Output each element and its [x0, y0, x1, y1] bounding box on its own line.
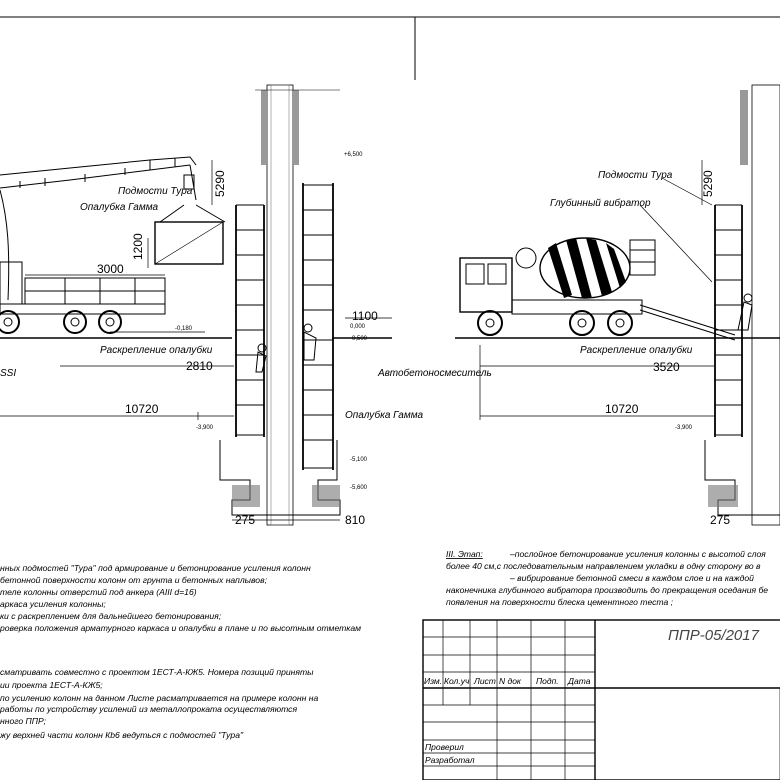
dim-bottom-left-2: 810	[345, 513, 365, 527]
label-strip-right: Раскрепление опалубки	[580, 344, 693, 356]
dim-strip-right: 3520	[653, 360, 680, 374]
notes-right: III. Этап: –послойное бетонирование усил…	[446, 549, 768, 607]
label-scaffold-tura-left: Подмости Тура	[118, 186, 193, 197]
label-partial-left: SSI	[0, 368, 16, 379]
header-cell: N док	[499, 676, 522, 686]
scaffold-tura-left-2	[302, 183, 334, 470]
label-scaffold-tura-right: Подмости Тура	[598, 170, 673, 181]
worker-figure-left	[255, 323, 317, 373]
label-formwork-gamma-top: Опалубка Гамма	[80, 201, 159, 213]
stage-label: III. Этап:	[446, 549, 483, 559]
dim-total-left: 10720	[125, 402, 159, 416]
note-line: теле колонны отверстий под анкера (AIII …	[0, 587, 197, 597]
dim-bottom-left-1: 275	[235, 513, 255, 527]
level-zero-left: 0,000	[350, 324, 366, 330]
dim-load-height: 1200	[131, 233, 145, 260]
note-line: нных подмостей "Тура" под армирование и …	[0, 563, 311, 573]
column-left	[255, 84, 340, 526]
scaffold-tura-left	[235, 204, 265, 437]
dim-bottom-right: 275	[710, 513, 730, 527]
dim-side-left: 1100	[352, 309, 378, 323]
dim-truck: 3000	[97, 262, 124, 276]
row-checked: Проверил	[425, 742, 464, 752]
concrete-mixer-truck	[459, 237, 736, 341]
level-bottom-left: -5,600	[350, 485, 368, 491]
header-cell: Изм.	[424, 676, 442, 686]
dim-height-right: 5290	[701, 170, 715, 197]
title-block-headers: Изм. Кол.уч Лист N док Подп. Дата	[424, 676, 591, 686]
foundation-left	[219, 440, 341, 516]
level-pile-left: -5,100	[350, 457, 368, 463]
dim-total-right: 10720	[605, 402, 639, 416]
note-right-line: –послойное бетонирование усиления колонн…	[509, 549, 766, 559]
label-concrete-mixer: Автобетоносмеситель	[377, 367, 492, 379]
level-foundation-right: -3,900	[675, 425, 693, 431]
scaffold-tura-right	[714, 204, 743, 437]
notes-left: нных подмостей "Тура" под армирование и …	[0, 563, 361, 740]
note-line: роверка положения арматурного каркаса и …	[0, 623, 361, 633]
dim-strip-left: 2810	[186, 359, 213, 373]
crane-truck	[0, 156, 226, 334]
title-block	[422, 619, 780, 780]
header-cell: Лист	[473, 676, 496, 686]
right-section: 5290 Подмости Тура Глубинный вибратор Ра…	[377, 84, 780, 527]
note-right-line: более 40 см,с последовательным направлен…	[446, 561, 761, 571]
note-line: нного ППР;	[0, 716, 47, 726]
note-line: жу верхней части колонн Кb6 ведуться с п…	[0, 730, 244, 740]
foundation-right	[704, 440, 780, 516]
level-top-left: +6,500	[344, 152, 363, 158]
note-line: ии проекта 1ЕСТ-А-КЖ5;	[0, 680, 103, 690]
column-right	[740, 84, 780, 526]
left-section: 5290 Подмости Тура Опалубка Гамма 1200 3…	[0, 84, 424, 527]
note-line: аркаса усиления колонны;	[0, 599, 106, 609]
dim-height-left: 5290	[213, 170, 227, 197]
header-cell: Кол.уч	[444, 676, 470, 686]
level-foundation-left: -3,900	[196, 425, 214, 431]
left-dimension-lines	[0, 160, 392, 521]
level-minus-left: -0,500	[350, 336, 368, 342]
title-block-code: ППР-05/2017	[668, 627, 760, 644]
worker-figure-right	[737, 293, 753, 331]
note-right-line: появления на поверхности блеска цементно…	[446, 597, 674, 607]
note-right-line: наконечника глубинного вибратора произво…	[446, 585, 768, 595]
label-strip-left: Раскрепление опалубки	[100, 344, 213, 356]
label-formwork-gamma-bottom: Опалубка Гамма	[345, 409, 424, 421]
right-dimension-lines	[479, 160, 714, 420]
note-line: работы по устройству усилений из металло…	[0, 704, 297, 714]
label-deep-vibrator: Глубинный вибратор	[550, 197, 651, 209]
note-line: бетонной поверхности колонн от грунта и …	[0, 575, 268, 585]
level-ground-left: -0,180	[175, 326, 193, 332]
note-line: по усилению колонн на данном Листе расма…	[0, 693, 319, 703]
header-cell: Дата	[567, 676, 591, 686]
row-developed: Разработал	[425, 755, 475, 765]
note-line: ки с раскреплением для дальнейшего бетон…	[0, 611, 222, 621]
note-line: сматривать совместно с проектом 1ЕСТ-А-К…	[0, 667, 314, 677]
header-cell: Подп.	[536, 676, 559, 686]
note-right-line: – вибрирование бетонной смеси в каждом с…	[509, 573, 754, 583]
